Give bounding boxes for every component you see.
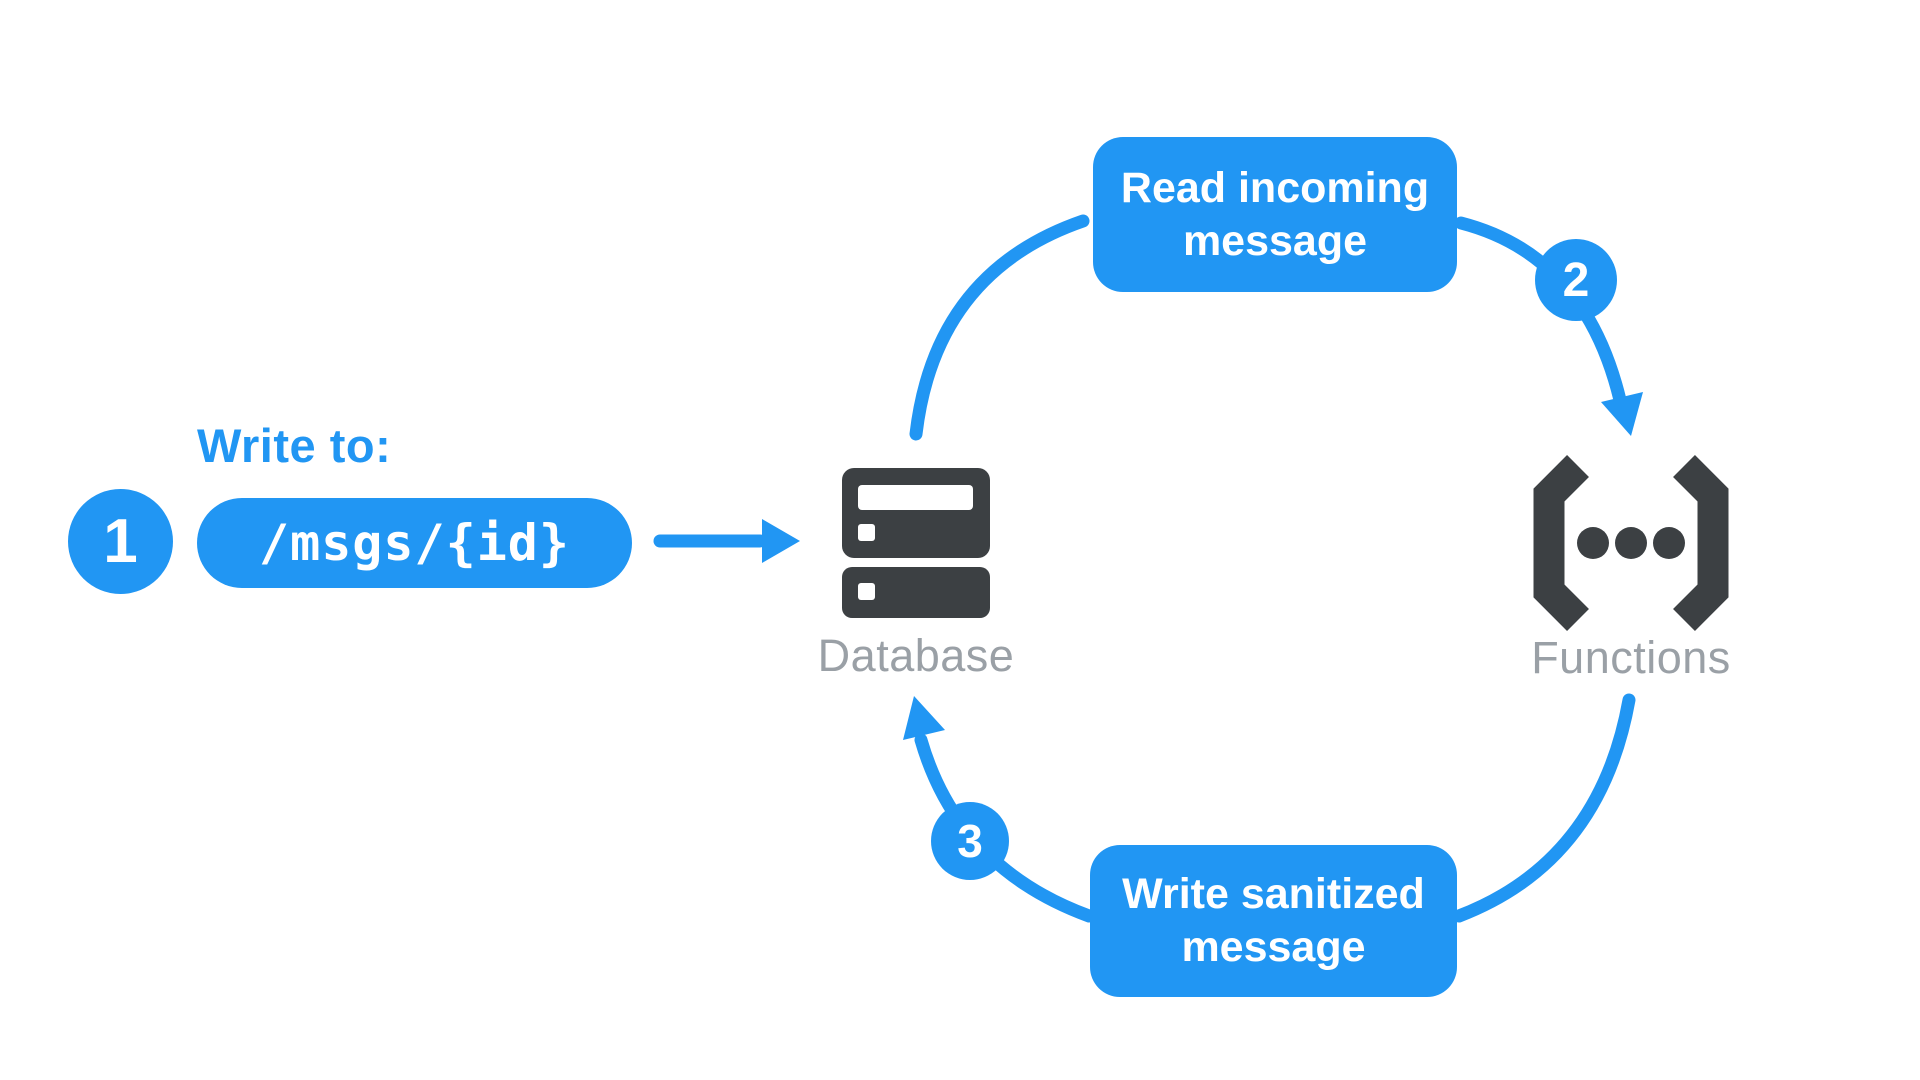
database-node-label: Database	[817, 630, 1015, 681]
step-badge-3: 3	[931, 802, 1009, 880]
step-badge-1: 1	[68, 489, 173, 594]
cycle-arc-database-to-read	[909, 214, 1090, 441]
cycle-arc-functions-to-write	[1452, 693, 1636, 923]
read-box-line2: message	[1182, 216, 1368, 265]
database-path-pill: /msgs/{id}	[197, 498, 632, 588]
write-arrow	[653, 519, 800, 563]
cloud-functions-icon	[1533, 455, 1729, 631]
arrowhead-to-database-icon	[903, 696, 945, 740]
step-badge-2: 2	[1535, 239, 1617, 321]
step-number-3: 3	[957, 815, 983, 867]
write-box-line1: Write sanitized	[1122, 870, 1425, 918]
step-number-2: 2	[1562, 253, 1590, 307]
arrowhead-to-functions-icon	[1601, 392, 1643, 436]
read-incoming-message-box: Read incoming message	[1093, 137, 1457, 292]
read-box-line1: Read incoming	[1120, 163, 1430, 212]
write-box-line2: message	[1181, 923, 1366, 971]
write-sanitized-message-box: Write sanitized message	[1090, 845, 1457, 997]
database-server-icon	[842, 468, 990, 618]
database-path-text: /msgs/{id}	[258, 514, 571, 572]
functions-node-label: Functions	[1531, 632, 1731, 683]
write-to-heading: Write to:	[197, 419, 392, 472]
step-number-1: 1	[103, 507, 138, 576]
write-arrow-head	[762, 519, 800, 563]
